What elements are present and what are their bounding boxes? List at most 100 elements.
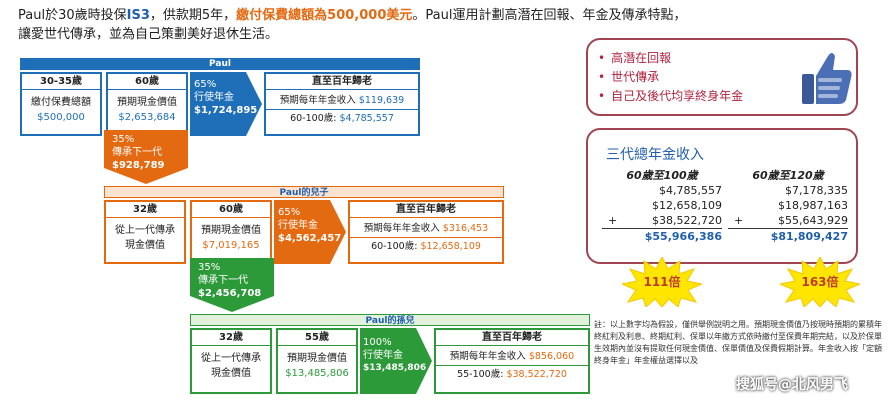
headline-text: Paul於30歲時投保 [18, 8, 127, 23]
gen1-pass-label: 傳承下一代 [112, 147, 162, 158]
gen3-result-total-row: 55-100歲: $38,522,720 [436, 365, 588, 383]
gen2-result-annual: $316,453 [442, 223, 489, 234]
arrow-right-icon [274, 200, 346, 264]
gen1-result-box: 直至百年歸老 預期每年年金收入 $119,639 60-100歲: $4,785… [264, 72, 420, 136]
gen3-annuity-pct: 100% [363, 337, 392, 348]
summary-col-a-head: 60歲至100歲 [626, 169, 698, 182]
gen2-annuity-pct: 65% [278, 207, 301, 218]
summary-col-b-row-last: +$55,643,929 [728, 213, 848, 228]
gen2-pass-value: $2,456,708 [198, 288, 262, 299]
gen3-col1-label2: 現金價值 [211, 368, 251, 379]
gen2-name-bar: Paul的兒子 [104, 186, 504, 198]
summary-title: 三代總年金收入 [606, 147, 704, 163]
arrow-down-icon [190, 258, 274, 312]
gen3-result-label: 預期每年年金收入 [449, 351, 526, 362]
plus-sign: + [734, 214, 744, 227]
gen2-col2-label: 預期現金價值 [201, 225, 261, 236]
gen3-name-bar: Paul的孫兒 [190, 314, 590, 326]
gen2-annuity-value: $4,562,457 [278, 233, 342, 244]
summary-col-a-row: $12,658,109 [652, 199, 722, 212]
gen2-pass-arrow: 35% 傳承下一代 $2,456,708 [190, 258, 274, 312]
gen3-col2-value: $13,485,806 [285, 368, 349, 379]
disclaimer-note: 註：以上數字均為假設，僅供舉例說明之用。預期現金價值乃按現時預期的累積年終紅利及… [594, 320, 882, 365]
gen1-cash-value-box: 60歲 預期現金價值 $2,653,684 [106, 72, 188, 136]
gen3-result-box: 直至百年歸老 預期每年年金收入 $856,060 55-100歲: $38,52… [434, 328, 590, 394]
summary-col-a-row-last: + $38,522,720 [602, 213, 722, 228]
summary-col-a-row: $38,522,720 [652, 214, 722, 227]
gen3-col1-head: 32歲 [192, 330, 270, 346]
generation-2: Paul的兒子 32歲 從上一代傳承 現金價值 60歲 預期現金價值 $7,01… [104, 186, 504, 266]
gen3-col2-label: 預期現金價值 [287, 353, 347, 364]
headline-text-line2: 讓愛世代傳承，並為自己策劃美好退休生活。 [18, 27, 279, 42]
gen1-result-total-label: 60-100歲: [290, 113, 337, 124]
headline-text: ，供款期5年， [149, 8, 237, 23]
gen2-annuity-arrow: 65% 行使年金 $4,562,457 [274, 200, 346, 264]
gen3-inherit-box: 32歲 從上一代傳承 現金價值 [190, 328, 272, 394]
gen3-result-annual: $856,060 [528, 351, 575, 362]
gen2-result-total-row: 60-100歲: $12,658,109 [350, 237, 502, 255]
gen3-result-total: $38,522,720 [506, 369, 567, 380]
summary-col-b-total: $81,809,427 [728, 228, 848, 244]
gen2-result-box: 直至百年歸老 預期每年年金收入 $316,453 60-100歲: $12,65… [348, 200, 504, 264]
gen2-result-total: $12,658,109 [420, 241, 481, 252]
gen1-pass-arrow: 35% 傳承下一代 $928,789 [104, 130, 188, 184]
multiple-burst-b: 163倍 [778, 255, 862, 308]
summary-col-60-120: 60歲至120歲 $7,178,335 $18,987,163 +$55,643… [728, 168, 848, 244]
gen1-annuity-label: 行使年金 [194, 92, 234, 103]
gen1-col1-head: 30-35歲 [22, 74, 100, 90]
gen2-col1-label1: 從上一代傳承 [115, 225, 175, 236]
gen2-pass-pct: 35% [198, 262, 221, 273]
feature-item: 世代傳承 [598, 68, 743, 87]
multiple-label-a: 111倍 [643, 275, 681, 289]
gen1-result-total: $4,785,557 [339, 113, 394, 124]
summary-col-a-row: $4,785,557 [659, 184, 722, 197]
gen2-col2-value: $7,019,165 [202, 240, 260, 251]
summary-col-a-total: $55,966,386 [602, 228, 722, 244]
gen2-col2-head: 60歲 [192, 202, 270, 218]
gen1-col2-label: 預期現金價值 [117, 97, 177, 108]
gen2-result-head: 直至百年歸老 [350, 202, 502, 218]
features-panel: 高潛在回報 世代傳承 自己及後代均享終身年金 [586, 38, 858, 116]
gen1-col1-label: 繳付保費總額 [31, 97, 91, 108]
gen1-annuity-value: $1,724,895 [194, 105, 258, 116]
gen2-inherit-box: 32歲 從上一代傳承 現金價值 [104, 200, 186, 264]
gen2-col1-head: 32歲 [106, 202, 184, 218]
gen2-col1-label2: 現金價值 [125, 240, 165, 251]
multiple-label-b: 163倍 [801, 275, 839, 289]
headline: Paul於30歲時投保IS3，供款期5年，繳付保費總額為500,000美元。Pa… [18, 6, 878, 44]
gen3-annuity-arrow: 100% 行使年金 $13,485,806 [360, 328, 432, 394]
gen1-col2-head: 60歲 [108, 74, 186, 90]
product-name: IS3 [126, 8, 150, 23]
gen1-premium-box: 30-35歲 繳付保費總額 $500,000 [20, 72, 102, 136]
summary-col-b-head: 60歲至120歲 [752, 169, 824, 182]
gen1-name-bar: Paul [20, 58, 420, 70]
generation-3: Paul的孫兒 32歲 從上一代傳承 現金價值 55歲 預期現金價值 $13,4… [190, 314, 590, 396]
gen1-pass-value: $928,789 [112, 160, 165, 171]
gen1-result-annual: $119,639 [358, 95, 405, 106]
gen3-col2-head: 55歲 [278, 330, 356, 346]
summary-col-b-row: $7,178,335 [785, 184, 848, 197]
generation-1: Paul 30-35歲 繳付保費總額 $500,000 60歲 預期現金價值 $… [20, 58, 420, 138]
gen1-col1-value: $500,000 [37, 112, 85, 123]
feature-item: 自己及後代均享終身年金 [598, 87, 743, 106]
gen3-annuity-value: $13,485,806 [363, 363, 427, 373]
gen1-result-head: 直至百年歸老 [266, 74, 418, 90]
gen2-cash-value-box: 60歲 預期現金價值 $7,019,165 [190, 200, 272, 264]
gen1-col2-value: $2,653,684 [118, 112, 176, 123]
watermark: 搜狐号@北风男飞 [736, 377, 848, 393]
gen2-pass-label: 傳承下一代 [198, 275, 248, 286]
summary-col-b-row: $18,987,163 [778, 199, 848, 212]
plus-sign: + [608, 214, 618, 227]
headline-text: 。Paul運用計劃高潛在回報、年金及傳承特點， [412, 8, 687, 23]
gen2-result-annual-row: 預期每年年金收入 $316,453 [350, 220, 502, 237]
gen1-result-label: 預期每年年金收入 [279, 95, 356, 106]
feature-item: 高潛在回報 [598, 49, 743, 68]
gen1-pass-pct: 35% [112, 134, 135, 145]
gen3-result-head: 直至百年歸老 [436, 330, 588, 346]
multiple-burst-a: 111倍 [620, 255, 704, 308]
annuity-summary-panel: 三代總年金收入 60歲至100歲 $4,785,557 $12,658,109 … [586, 128, 858, 264]
gen1-result-annual-row: 預期每年年金收入 $119,639 [266, 92, 418, 109]
summary-col-60-100: 60歲至100歲 $4,785,557 $12,658,109 + $38,522… [602, 168, 722, 244]
gen3-col1-label1: 從上一代傳承 [201, 353, 261, 364]
arrow-right-icon [360, 328, 432, 394]
